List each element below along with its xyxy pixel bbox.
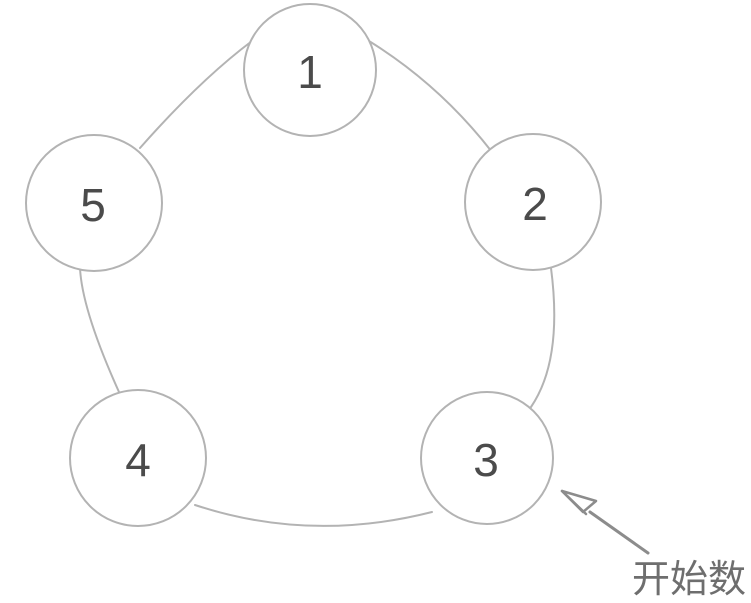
arrow-head-inner-line-icon	[560, 489, 588, 516]
edge-1-to-2	[368, 40, 493, 153]
node-2-circle[interactable]	[464, 133, 602, 271]
edge-3-to-4	[194, 504, 433, 527]
edge-group	[79, 40, 556, 527]
node-2[interactable]: 2	[464, 133, 602, 271]
node-3-circle[interactable]	[420, 391, 554, 525]
arrow-shaft-icon	[588, 510, 650, 555]
node-4-circle[interactable]	[69, 389, 207, 527]
node-5-circle[interactable]	[25, 134, 163, 272]
node-5-label: 5	[80, 179, 106, 231]
node-3[interactable]: 3	[420, 391, 554, 525]
node-2-label: 2	[522, 178, 548, 230]
node-1-label: 1	[297, 46, 323, 98]
node-group: 1 2 3 4 5	[25, 3, 602, 527]
start-count-arrow	[560, 489, 650, 555]
edge-4-to-5	[79, 267, 120, 393]
start-count-label: 开始数	[632, 557, 746, 601]
edge-5-to-1	[139, 40, 253, 149]
node-4[interactable]: 4	[69, 389, 207, 527]
node-4-label: 4	[125, 434, 151, 486]
node-5[interactable]: 5	[25, 134, 163, 272]
node-1[interactable]: 1	[243, 3, 377, 137]
node-1-circle[interactable]	[243, 3, 377, 137]
edge-2-to-3	[530, 267, 556, 408]
node-3-label: 3	[473, 434, 499, 486]
